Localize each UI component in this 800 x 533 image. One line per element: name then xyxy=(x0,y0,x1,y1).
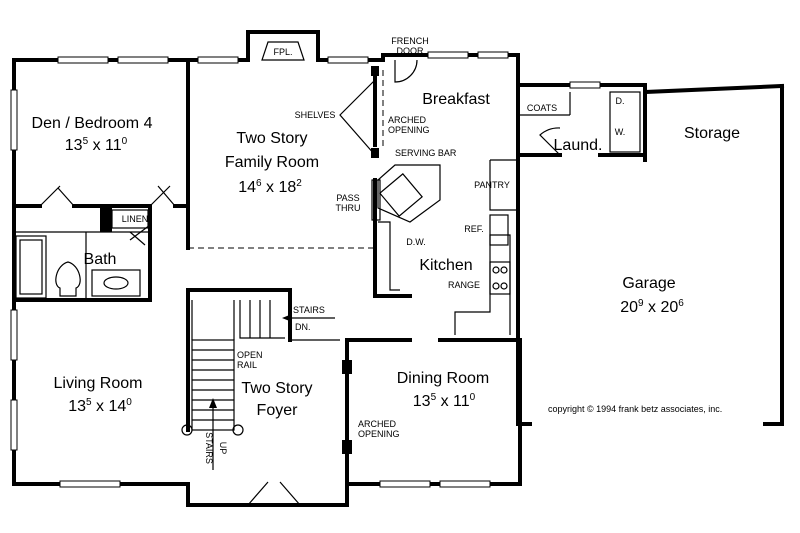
coats-label: COATS xyxy=(527,103,557,113)
stairs-down-label-line2: DN. xyxy=(295,322,311,332)
bath-room-name: Bath xyxy=(84,251,117,268)
garage-room-name: Garage xyxy=(622,275,675,292)
foyer-room-name-line2: Foyer xyxy=(257,402,299,419)
arched-dining-label-line1: ARCHED xyxy=(358,419,397,429)
foyer-room-name-line1: Two Story xyxy=(241,380,312,397)
arched-opening-label-line2: OPENING xyxy=(388,125,430,135)
annotation-labels: FPL. FRENCH DOOR SHELVES ARCHED OPENING … xyxy=(122,36,626,464)
storage-room-name: Storage xyxy=(684,125,740,142)
laundry-room-name: Laund. xyxy=(554,137,603,154)
fixtures xyxy=(15,41,511,454)
range-label: RANGE xyxy=(448,280,480,290)
stairs-up-label-line1: STAIRS xyxy=(204,432,214,464)
refrigerator-label: REF. xyxy=(464,224,484,234)
pass-thru-label-line2: THRU xyxy=(336,203,361,213)
living-room-name: Living Room xyxy=(54,375,143,392)
french-door-label-line2: DOOR xyxy=(397,46,425,56)
room-labels: Den / Bedroom 4 135 x 110 Two Story Fami… xyxy=(32,91,741,419)
serving-bar-label: SERVING BAR xyxy=(395,148,457,158)
den-room-name: Den / Bedroom 4 xyxy=(32,115,153,132)
den-room-dim: 135 x 110 xyxy=(65,136,128,154)
open-rail-label-line1: OPEN xyxy=(237,350,263,360)
washer-label: W. xyxy=(615,127,626,137)
family-room-dim: 146 x 182 xyxy=(238,178,302,196)
stairs-up-label-line2: UP xyxy=(218,442,228,455)
garage-room-dim: 209 x 206 xyxy=(620,298,684,316)
open-rail-label-line2: RAIL xyxy=(237,360,257,370)
kitchen-room-name: Kitchen xyxy=(419,257,472,274)
french-door-label-line1: FRENCH xyxy=(391,36,429,46)
pantry-label: PANTRY xyxy=(474,180,510,190)
breakfast-room-name: Breakfast xyxy=(422,91,490,108)
copyright-notice: copyright © 1994 frank betz associates, … xyxy=(548,404,722,414)
arched-dining-label-line2: OPENING xyxy=(358,429,400,439)
dryer-label: D. xyxy=(616,96,625,106)
dishwasher-label: D.W. xyxy=(406,237,426,247)
arched-opening-label-line1: ARCHED xyxy=(388,115,427,125)
dining-room-dim: 135 x 110 xyxy=(413,392,476,410)
fireplace-label: FPL. xyxy=(273,47,292,57)
family-room-name-line2: Family Room xyxy=(225,154,319,171)
family-room-name-line1: Two Story xyxy=(236,130,307,147)
staircase xyxy=(181,300,335,470)
shelves-label: SHELVES xyxy=(295,110,336,120)
linen-label: LINEN xyxy=(122,214,149,224)
pass-thru-label-line1: PASS xyxy=(336,193,359,203)
windows xyxy=(10,51,601,488)
living-room-dim: 135 x 140 xyxy=(68,397,132,415)
dining-room-name: Dining Room xyxy=(397,370,489,387)
stairs-down-label-line1: STAIRS xyxy=(293,305,325,315)
